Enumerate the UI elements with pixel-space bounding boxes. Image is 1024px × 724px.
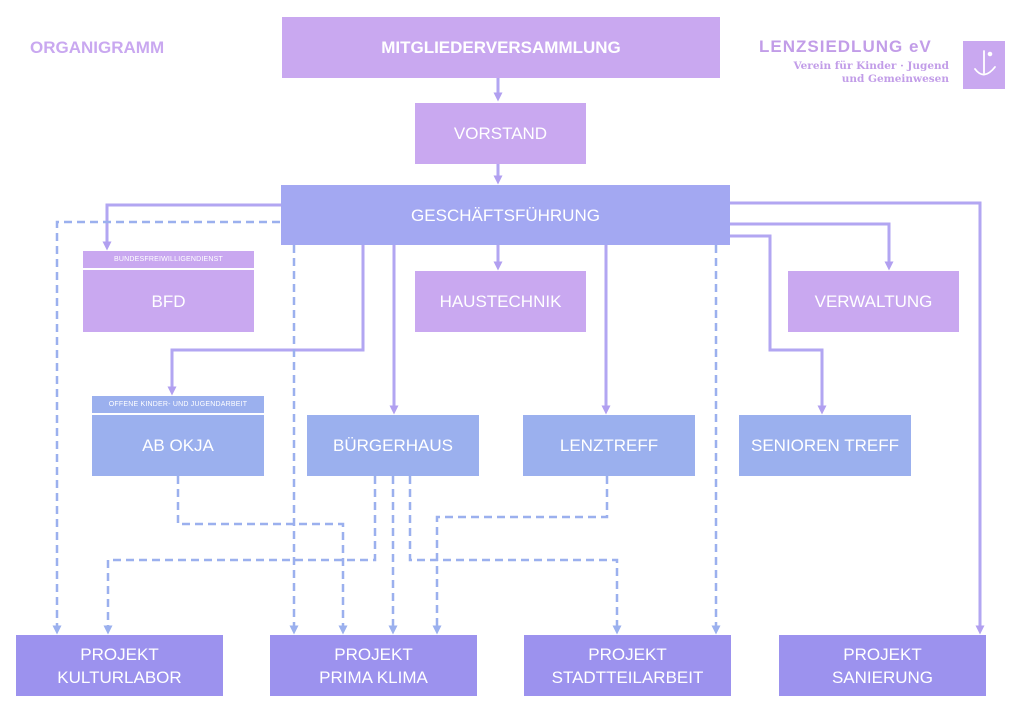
edge-gf-kulturlabor — [52, 220, 345, 635]
logo-tagline-line2: und Gemeinwesen — [841, 73, 949, 85]
node-verwaltung: VERWALTUNG — [788, 271, 959, 332]
project-label-line1: PROJEKT — [843, 644, 922, 664]
node-bfd: BFD — [83, 270, 254, 332]
edge-gf-sanierung — [730, 201, 985, 635]
node-ab-okja: AB OKJA — [92, 415, 264, 476]
edge-gf-bfd — [102, 203, 281, 251]
node-senioren-treff: SENIOREN TREFF — [739, 415, 911, 476]
node-projekt-sanierung: PROJEKT SANIERUNG — [779, 635, 986, 696]
edge-gf-verwaltung — [730, 222, 894, 271]
project-label-line2: SANIERUNG — [831, 667, 934, 687]
edge-gf-okja — [167, 245, 365, 396]
node-projekt-prima-klima: PROJEKT PRIMA KLIMA — [270, 635, 477, 696]
node-vorstand: VORSTAND — [415, 103, 586, 164]
edge-gf-senioren — [730, 234, 827, 415]
project-label-line1: PROJEKT — [334, 644, 413, 664]
project-label-line2: STADTTEILARBEIT — [551, 667, 704, 687]
node-projekt-stadtteilarbeit: PROJEKT STADTTEILARBEIT — [524, 635, 731, 696]
logo-tagline-line1: Verein für Kinder · Jugend — [793, 60, 949, 72]
node-lenztreff: LENZTREFF — [523, 415, 695, 476]
node-okja-subtitle: OFFENE KINDER- UND JUGENDARBEIT — [92, 396, 264, 414]
project-label-line2: PRIMA KLIMA — [319, 667, 428, 687]
node-buergerhaus: BÜRGERHAUS — [307, 415, 479, 476]
edge-lenztreff-primaklima — [432, 476, 609, 635]
logo-tagline: Verein für Kinder · Jugend und Gemeinwes… — [793, 60, 949, 86]
node-geschaeftsfuehrung: GESCHÄFTSFÜHRUNG — [281, 185, 730, 245]
node-projekt-kulturlabor: PROJEKT KULTURLABOR — [16, 635, 223, 696]
node-haustechnik: HAUSTECHNIK — [415, 271, 586, 332]
edge-bh-stadtteilarbeit — [408, 476, 622, 635]
project-label-line1: PROJEKT — [80, 644, 159, 664]
node-mitgliederversammlung: MITGLIEDERVERSAMMLUNG — [282, 17, 720, 78]
project-label-line1: PROJEKT — [588, 644, 667, 664]
logo-name: LENZSIEDLUNG eV — [759, 37, 932, 56]
logo-icon — [963, 41, 1005, 89]
project-label-line2: KULTURLABOR — [57, 667, 182, 687]
edge-bh-kulturlabor — [103, 476, 377, 635]
edge-okja-primaklima — [176, 476, 348, 635]
node-bfd-subtitle: BUNDESFREIWILLIGENDIENST — [83, 251, 254, 269]
page-title: ORGANIGRAMM — [30, 38, 165, 57]
